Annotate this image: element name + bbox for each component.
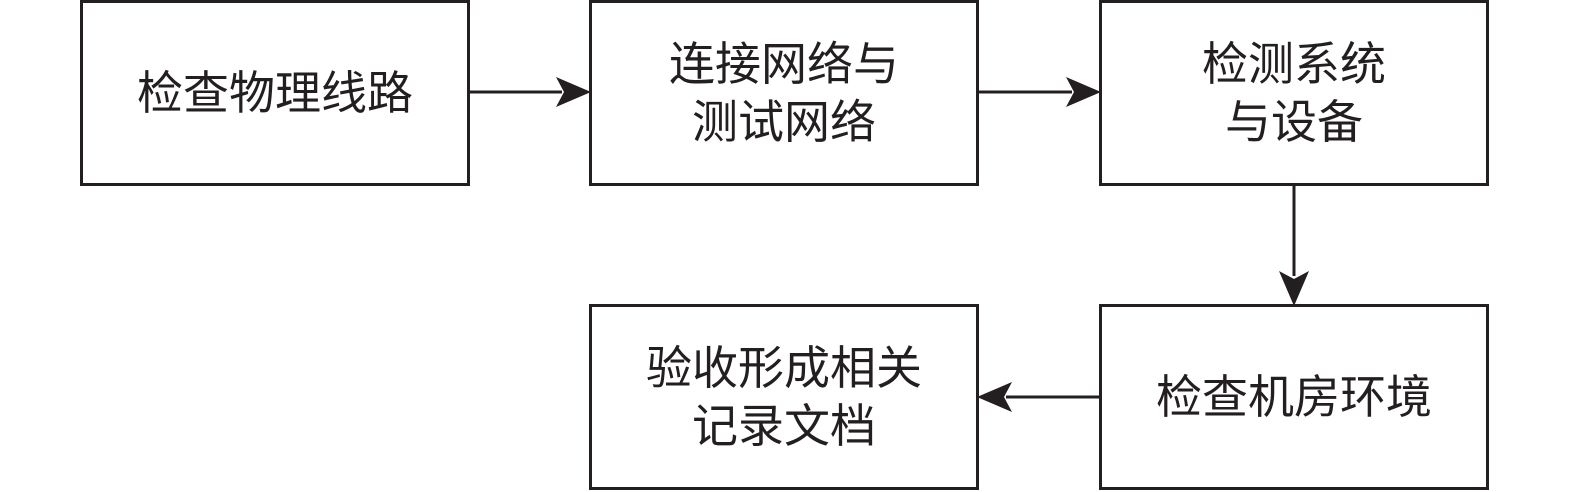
- step-inspect-system-and-devices: 检测系统 与设备: [1099, 0, 1489, 186]
- arrow-n2-to-n3: [979, 77, 1101, 107]
- step-acceptance-and-documentation: 验收形成相关 记录文档: [589, 304, 979, 490]
- arrow-n4-to-n5: [977, 382, 1099, 412]
- step-check-server-room-environment: 检查机房环境: [1099, 304, 1489, 490]
- step-label: 检查机房环境: [1156, 370, 1432, 424]
- step-label: 检查物理线路: [137, 66, 413, 120]
- step-check-physical-lines: 检查物理线路: [80, 0, 470, 186]
- arrow-n1-to-n2: [470, 77, 591, 107]
- step-connect-and-test-network: 连接网络与 测试网络: [589, 0, 979, 186]
- step-label: 验收形成相关 记录文档: [646, 341, 922, 453]
- arrow-n3-to-n4: [1279, 186, 1309, 306]
- step-label: 检测系统 与设备: [1202, 37, 1386, 149]
- step-label: 连接网络与 测试网络: [669, 37, 899, 149]
